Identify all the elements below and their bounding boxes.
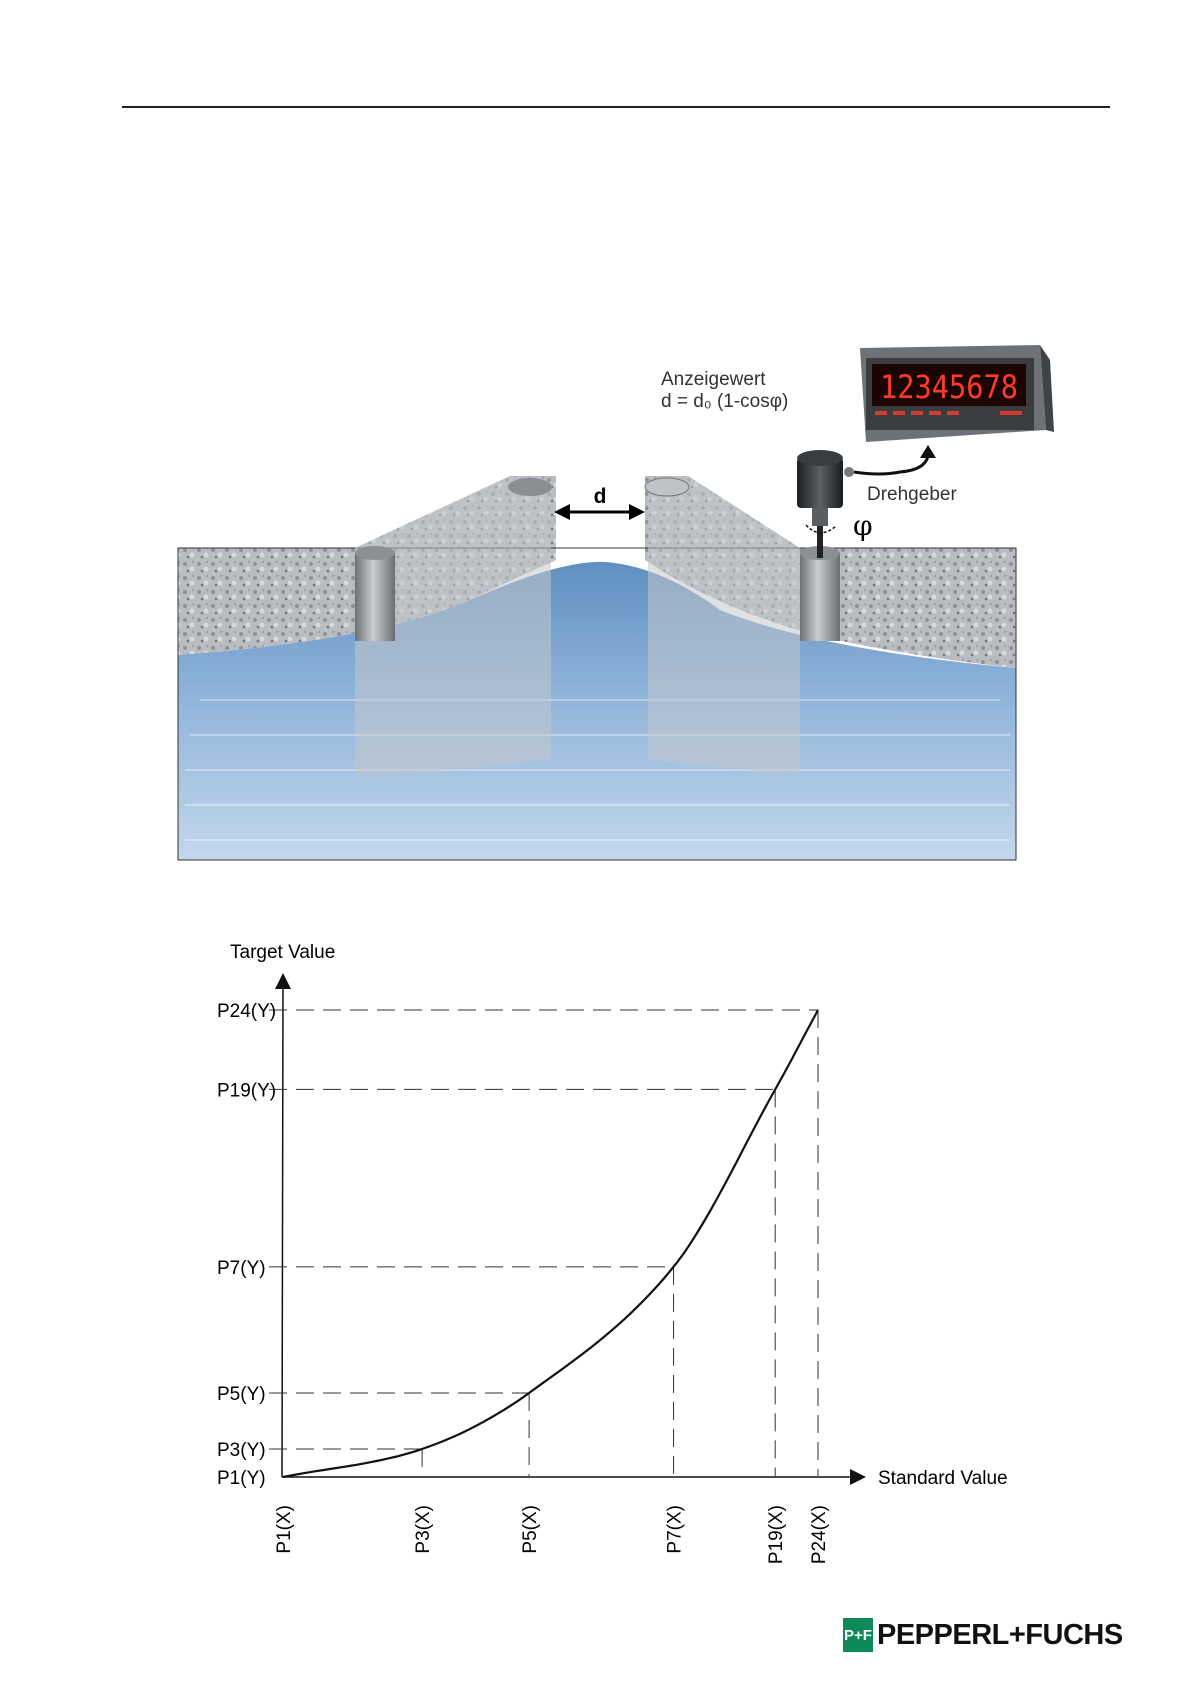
characteristic-curve: [283, 1010, 818, 1477]
x-axis-label: Standard Value: [878, 1468, 1008, 1489]
y-axis: [282, 986, 283, 1477]
x-tick-label: P7(X): [665, 1505, 686, 1554]
brand-logo: P+F PEPPERL+FUCHS: [843, 1617, 1123, 1653]
x-tick-labels: P1(X) P3(X) P5(X) P7(X) P19(X) P24(X): [274, 1505, 830, 1564]
y-tick-label: P5(Y): [217, 1384, 266, 1405]
y-tick-label: P19(Y): [217, 1080, 276, 1101]
x-tick-label: P24(X): [809, 1505, 830, 1564]
x-tick-label: P1(X): [274, 1505, 295, 1554]
x-tick-label: P5(X): [520, 1505, 541, 1554]
axes: [275, 973, 866, 1485]
y-tick-label: P7(Y): [217, 1258, 266, 1279]
brand-name: PEPPERL+FUCHS: [877, 1619, 1123, 1652]
y-tick-label: P3(Y): [217, 1440, 266, 1461]
y-tick-label: P24(Y): [217, 1001, 276, 1022]
x-tick-label: P19(X): [766, 1505, 787, 1564]
x-axis-arrow-icon: [850, 1469, 866, 1485]
brand-mark: P+F: [843, 1618, 873, 1652]
x-tick-label: P3(X): [413, 1505, 434, 1554]
y-tick-labels: P1(Y) P3(Y) P5(Y) P7(Y) P19(Y) P24(Y): [217, 1001, 276, 1489]
y-axis-arrow-icon: [275, 973, 291, 989]
y-tick-label: P1(Y): [217, 1468, 266, 1489]
y-axis-label: Target Value: [230, 942, 335, 963]
guide-lines: [269, 1010, 818, 1477]
